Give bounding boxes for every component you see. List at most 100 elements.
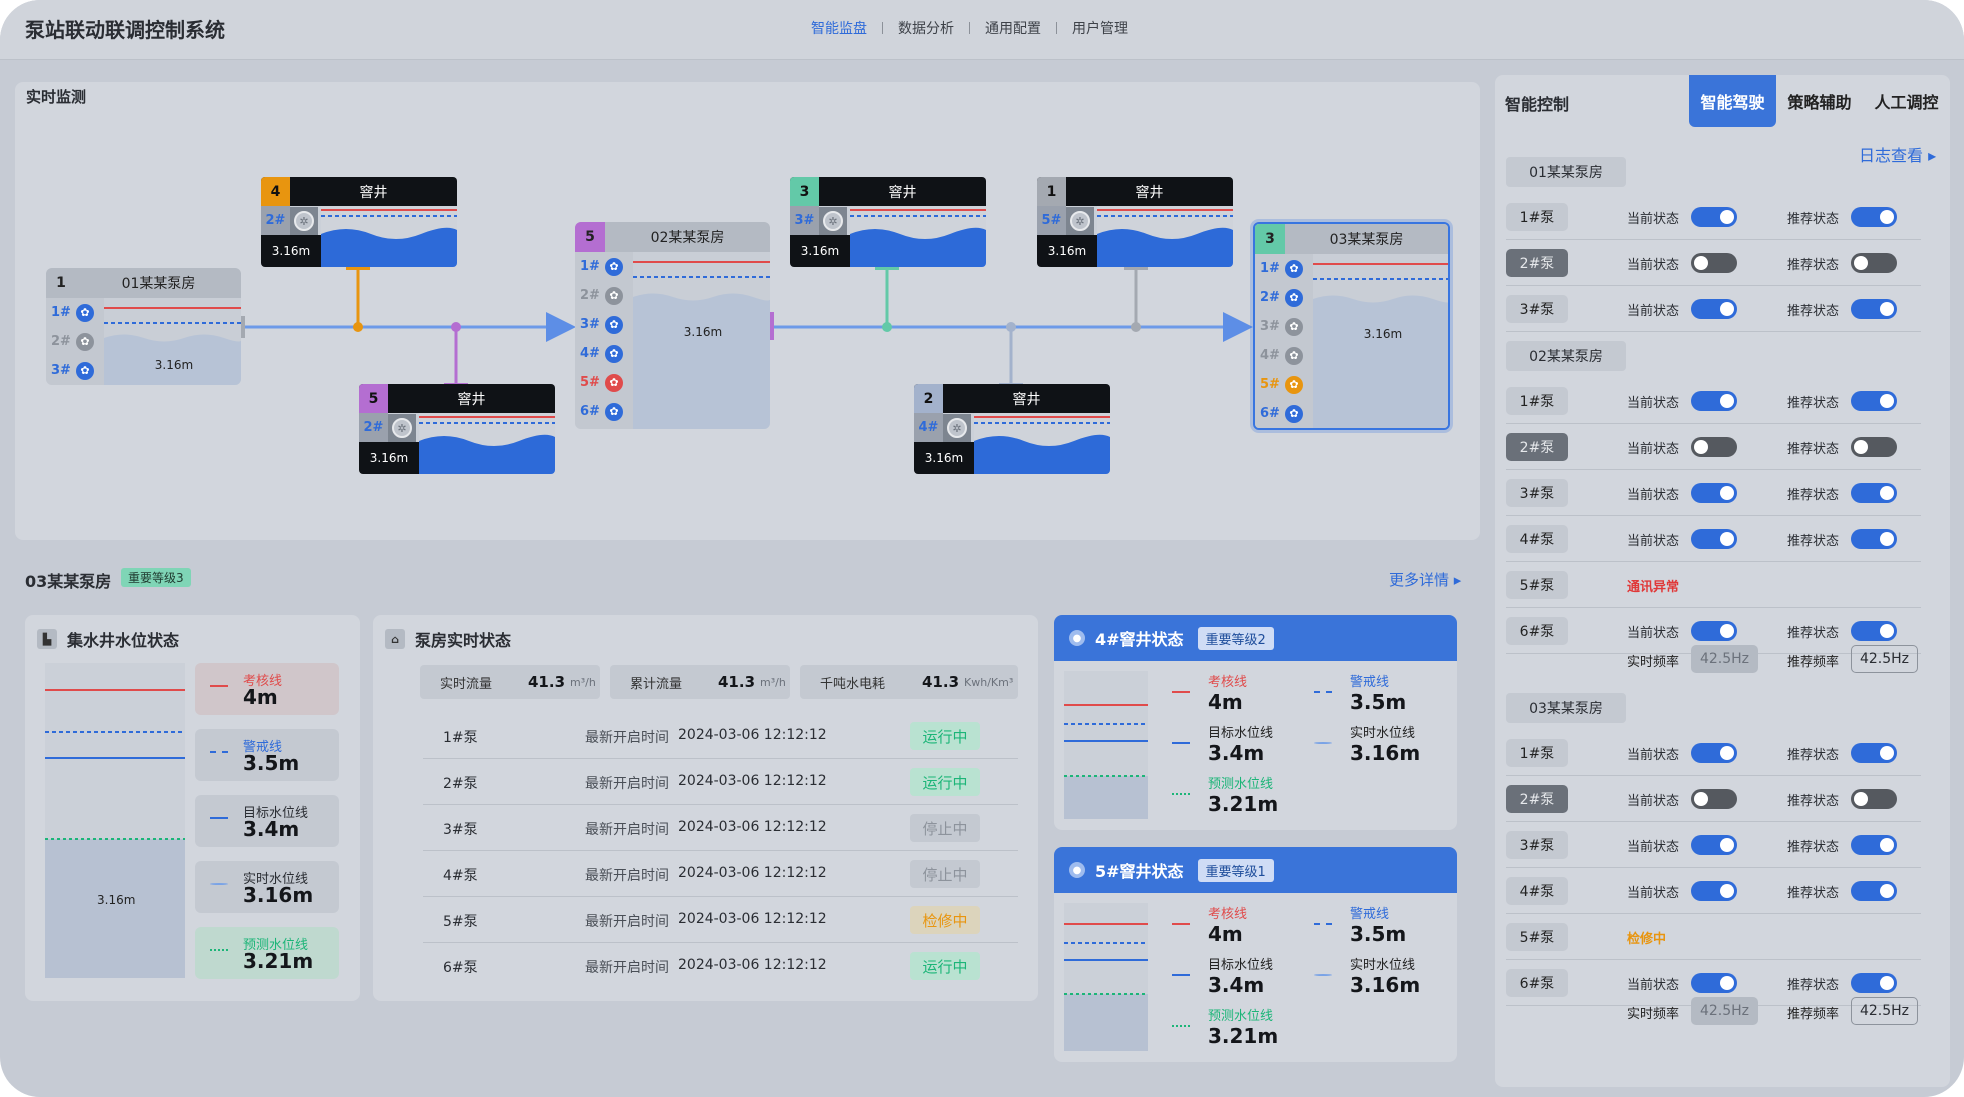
station-node-02[interactable]: 5 02某某泵房 1#✿ 2#✿ 3#✿ 4#✿ 5#✿ 6#✿ 3.16m <box>575 222 770 429</box>
recommend-state-toggle[interactable] <box>1851 789 1897 809</box>
well-level-gauge <box>1064 903 1148 1051</box>
pump-control-row: 1#泵当前状态推荐状态 <box>1506 378 1921 424</box>
pump-icon: ✿ <box>1285 375 1303 394</box>
legend-assessment-line: 考核线 4m <box>195 663 339 715</box>
panel-title: 集水井水位状态 <box>67 631 180 650</box>
header: 泵站联动联调控制系统 智能监盘 数据分析 通用配置 用户管理 <box>0 0 1964 60</box>
fan-icon: ✲ <box>823 211 843 231</box>
nav-item-monitor[interactable]: 智能监盘 <box>811 21 867 37</box>
recommend-state-toggle[interactable] <box>1851 743 1897 763</box>
pump-control-row: 1#泵当前状态推荐状态 <box>1506 730 1921 776</box>
station-water-level: 3.16m <box>683 325 723 339</box>
pump-name-chip: 3#泵 <box>1506 295 1568 323</box>
well-node-2[interactable]: 2 窨井 4# ✲ 3.16m <box>914 384 1110 474</box>
pump-icon: ✿ <box>605 315 623 334</box>
tab-smart-driving[interactable]: 智能驾驶 <box>1689 75 1776 127</box>
recommend-state-toggle[interactable] <box>1851 881 1897 901</box>
pump-name-chip: 1#泵 <box>1506 387 1568 415</box>
tab-strategy-assist[interactable]: 策略辅助 <box>1787 93 1852 112</box>
top-nav: 智能监盘 数据分析 通用配置 用户管理 <box>796 18 1143 38</box>
metric-power-consumption: 千吨水电耗 41.3 Kwh/Km³ <box>800 665 1018 699</box>
current-state-toggle[interactable] <box>1691 881 1737 901</box>
station-node-01[interactable]: 1 01某某泵房 1#✿ 2#✿ 3#✿ 3.16m <box>46 268 241 385</box>
pump-slot: 2#✿ <box>575 281 633 310</box>
current-state-toggle[interactable] <box>1691 299 1737 319</box>
nav-item-users[interactable]: 用户管理 <box>1072 21 1128 37</box>
well-pump-label: 2# <box>359 413 388 442</box>
nav-divider <box>1056 22 1057 34</box>
station-number: 1 <box>56 275 66 291</box>
recommend-state-toggle[interactable] <box>1851 207 1897 227</box>
status-badge: 运行中 <box>910 952 980 980</box>
recommend-state-toggle[interactable] <box>1851 483 1897 503</box>
pump-control-row: 5#泵检修中 <box>1506 914 1921 960</box>
control-tabs: 智能驾驶 策略辅助 人工调控 <box>1689 75 1950 127</box>
status-badge: 运行中 <box>910 768 980 796</box>
current-state-label: 当前状态 <box>1627 886 1680 901</box>
recommend-state-label: 推荐状态 <box>1787 626 1840 641</box>
well-node-5[interactable]: 5 窨井 2# ✲ 3.16m <box>359 384 555 474</box>
junction-dot <box>882 322 892 332</box>
view-log-link[interactable]: 日志查看 ▸ <box>1859 146 1937 165</box>
pump-name-chip: 1#泵 <box>1506 739 1568 767</box>
recommend-state-toggle[interactable] <box>1851 973 1897 993</box>
current-state-label: 当前状态 <box>1627 840 1680 855</box>
current-state-toggle[interactable] <box>1691 789 1737 809</box>
current-state-toggle[interactable] <box>1691 483 1737 503</box>
well-water-level: 3.16m <box>359 442 419 474</box>
recommend-state-label: 推荐状态 <box>1787 304 1840 319</box>
current-state-toggle[interactable] <box>1691 529 1737 549</box>
current-state-toggle[interactable] <box>1691 743 1737 763</box>
nav-item-config[interactable]: 通用配置 <box>985 21 1041 37</box>
nav-divider <box>969 22 970 34</box>
current-state-toggle[interactable] <box>1691 973 1737 993</box>
current-state-toggle[interactable] <box>1691 835 1737 855</box>
gauge-icon: ▙ <box>37 629 57 649</box>
recommend-state-toggle[interactable] <box>1851 621 1897 641</box>
well-level-gauge <box>45 663 185 978</box>
pump-name-chip: 2#泵 <box>1506 785 1568 813</box>
recommend-state-toggle[interactable] <box>1851 299 1897 319</box>
home-icon: ⌂ <box>385 629 405 649</box>
station-tag: 01某某泵房 <box>1506 157 1626 187</box>
pump-icon: ✿ <box>76 303 94 322</box>
recommend-frequency-input[interactable]: 42.5Hz <box>1851 997 1918 1025</box>
nav-item-analysis[interactable]: 数据分析 <box>898 21 954 37</box>
well-node-3[interactable]: 3 窨井 3# ✲ 3.16m <box>790 177 986 267</box>
pump-control-row: 1#泵当前状态推荐状态 <box>1506 194 1921 240</box>
well-number: 4 <box>261 177 290 206</box>
station-node-03[interactable]: 3 03某某泵房 1#✿ 2#✿ 3#✿ 4#✿ 5#✿ 6#✿ 3.16m <box>1253 222 1450 430</box>
current-state-toggle[interactable] <box>1691 207 1737 227</box>
recommend-frequency-input[interactable]: 42.5Hz <box>1851 645 1918 673</box>
pump-control-row: 6#泵当前状态推荐状态 <box>1506 608 1921 654</box>
recommend-state-toggle[interactable] <box>1851 437 1897 457</box>
recommend-state-toggle[interactable] <box>1851 835 1897 855</box>
more-details-link[interactable]: 更多详情 ▸ <box>1389 571 1462 589</box>
pump-icon: ✿ <box>605 402 623 421</box>
recommend-state-toggle[interactable] <box>1851 391 1897 411</box>
current-state-label: 当前状态 <box>1627 534 1680 549</box>
station-name: 03某某泵房 <box>1329 232 1404 248</box>
pump-name-chip: 4#泵 <box>1506 525 1568 553</box>
current-state-toggle[interactable] <box>1691 437 1737 457</box>
tab-manual-control[interactable]: 人工调控 <box>1874 93 1939 112</box>
well-node-1[interactable]: 1 窨井 5# ✲ 3.16m <box>1037 177 1233 267</box>
recommend-state-label: 推荐状态 <box>1787 212 1840 227</box>
junction-dot <box>1006 322 1016 332</box>
current-state-toggle[interactable] <box>1691 253 1737 273</box>
current-state-toggle[interactable] <box>1691 621 1737 641</box>
station-number: 5 <box>575 222 605 252</box>
well-node-4[interactable]: 4 窨井 2# ✲ 3.16m <box>261 177 457 267</box>
recommend-state-toggle[interactable] <box>1851 529 1897 549</box>
well-pump-label: 5# <box>1037 206 1066 235</box>
current-state-toggle[interactable] <box>1691 391 1737 411</box>
recommend-state-toggle[interactable] <box>1851 253 1897 273</box>
pump-icon: ✿ <box>605 257 623 276</box>
well-water-level: 3.16m <box>261 235 321 267</box>
pump-slot: 6#✿ <box>575 397 633 426</box>
